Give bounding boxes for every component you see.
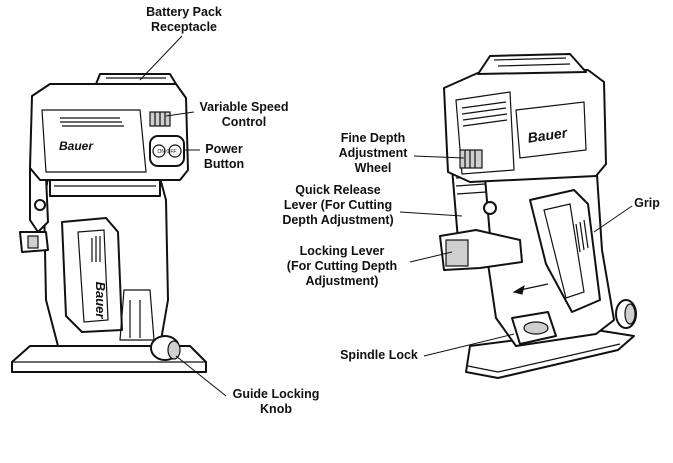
leader-quick-release — [399, 211, 463, 217]
router-rear-view: Bauer — [439, 53, 637, 379]
leader-lines — [139, 35, 633, 397]
grip-vents-front — [91, 236, 101, 262]
leader-battery-pack — [139, 35, 183, 81]
fine-depth-wheel-shape — [459, 149, 483, 169]
label-guide-locking-knob: Guide Locking Knob — [232, 387, 320, 416]
label-battery-pack: Battery Pack Receptacle — [146, 5, 222, 34]
label-power-button: Power Button — [203, 142, 245, 171]
brand-logo-head-front: Bauer — [59, 139, 94, 153]
head-vents-rear — [461, 101, 508, 127]
brand-logo-rear: Bauer — [527, 124, 570, 146]
label-locking-lever: Locking Lever (For Cutting Depth Adjustm… — [286, 244, 398, 288]
label-spindle-lock: Spindle Lock — [340, 348, 418, 362]
label-fine-depth: Fine Depth Adjustment Wheel — [338, 131, 408, 175]
guide-locking-knob-shape — [150, 335, 181, 361]
power-switch-front: ON OFF — [149, 135, 185, 167]
power-switch-text: ON OFF — [158, 149, 177, 155]
router-front-view: Bauer Bauer — [11, 73, 207, 373]
head-vents-front — [60, 117, 124, 127]
label-grip: Grip — [634, 196, 660, 210]
label-quick-release: Quick Release Lever (For Cutting Depth A… — [282, 183, 394, 227]
speed-dial-front — [149, 111, 171, 127]
leader-locking-lever — [409, 251, 453, 263]
label-variable-speed: Variable Speed Control — [199, 100, 289, 129]
brand-logo-front: Bauer — [93, 282, 108, 320]
grip-vents-rear — [575, 219, 589, 253]
leader-spindle-lock — [423, 333, 515, 357]
leader-fine-depth — [413, 155, 465, 159]
leader-grip — [593, 205, 633, 233]
leader-variable-speed — [165, 111, 195, 117]
leader-guide-knob — [175, 355, 227, 397]
